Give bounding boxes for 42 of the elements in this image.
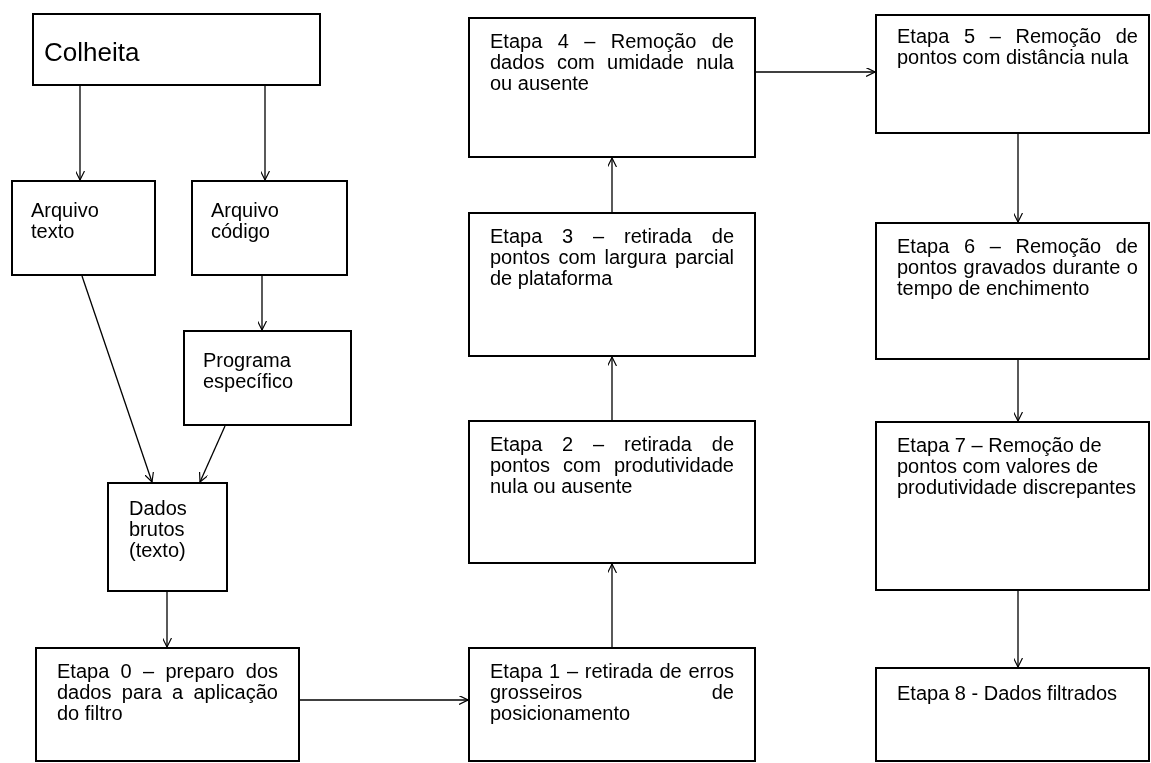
arrow bbox=[299, 694, 469, 706]
arrow bbox=[74, 85, 86, 181]
step-text: Etapa 5 – Remoção de pontos com distância nula bbox=[897, 26, 1138, 68]
process-box bbox=[183, 330, 352, 426]
arrow bbox=[259, 85, 271, 181]
arrow bbox=[1012, 133, 1024, 223]
step-text: Etapa 6 – Remoção de pontos gravados durante o tempo de enchimento bbox=[897, 236, 1138, 299]
process-box bbox=[35, 647, 300, 762]
step-text: Etapa 1 – retirada de erros grosseiros de posicionamento bbox=[490, 661, 734, 724]
step-text: Etapa 7 – Remoção de pontos com valores de produtividade discrepantes bbox=[897, 435, 1138, 498]
process-box bbox=[875, 222, 1150, 360]
step-text: Etapa 2 – retirada de pontos com produtividade nula ou ausente bbox=[490, 434, 734, 497]
step-text: Etapa 4 – Remoção de dados com umidade nula ou ausente bbox=[490, 31, 734, 94]
step-text: Etapa 0 – preparo dos dados para a aplicação do filtro bbox=[57, 661, 278, 724]
process-box bbox=[468, 647, 756, 762]
step-text: Arquivo código bbox=[211, 200, 280, 242]
process-box bbox=[468, 17, 756, 158]
process-box bbox=[875, 14, 1150, 134]
process-box bbox=[107, 482, 228, 592]
step-text: Arquivo texto bbox=[31, 200, 100, 242]
arrow bbox=[81, 275, 154, 483]
process-box bbox=[875, 421, 1150, 591]
process-box bbox=[875, 667, 1150, 762]
process-box bbox=[468, 420, 756, 564]
arrow bbox=[606, 563, 618, 648]
step-text: Colheita bbox=[44, 37, 141, 67]
step-text: Dados brutos (texto) bbox=[129, 498, 188, 561]
arrow bbox=[198, 425, 226, 483]
step-text: Etapa 8 - Dados filtrados bbox=[897, 683, 1119, 704]
step-text: Etapa 3 – retirada de pontos com largura parcial de plataforma bbox=[490, 226, 734, 289]
process-box bbox=[11, 180, 156, 276]
step-text: Programa específico bbox=[203, 350, 295, 392]
arrow bbox=[755, 66, 876, 78]
arrow bbox=[606, 157, 618, 213]
arrow bbox=[161, 591, 173, 648]
arrow bbox=[256, 275, 268, 331]
process-box bbox=[32, 13, 321, 86]
process-box bbox=[191, 180, 348, 276]
process-box bbox=[468, 212, 756, 357]
arrow bbox=[1012, 359, 1024, 422]
arrow bbox=[1012, 590, 1024, 668]
arrow bbox=[606, 356, 618, 421]
